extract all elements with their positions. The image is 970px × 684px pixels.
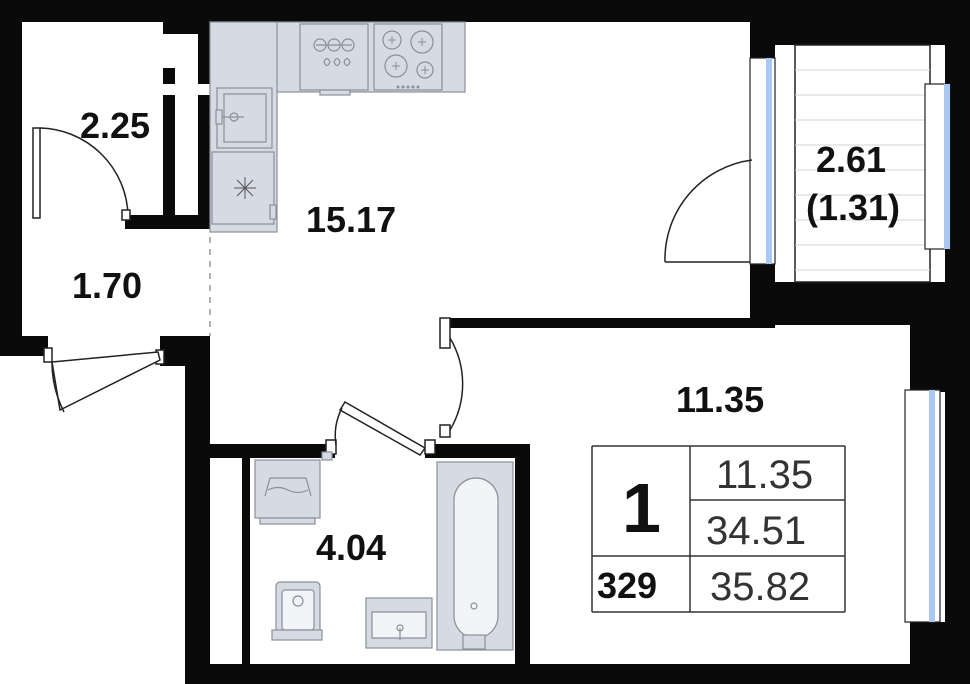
kitchen-fixtures (209, 21, 466, 233)
door-entrance (43, 347, 165, 413)
wall-bottom (185, 664, 970, 684)
info-living-area: 11.35 (716, 453, 813, 497)
wall-left-bottom (0, 336, 48, 356)
room-area-kitchen-living: 15.17 (306, 199, 396, 240)
room-area-balcony-reduced: (1.31) (806, 187, 900, 228)
info-total-with-balcony: 35.82 (710, 565, 810, 609)
bathtub-icon (436, 461, 514, 651)
wall-bath-right (515, 444, 530, 684)
info-rooms-count: 1 (622, 469, 661, 547)
balcony (794, 44, 931, 283)
room-area-hall: 1.70 (72, 265, 142, 306)
stove-icon (373, 23, 443, 91)
wall-bath-inner-left (242, 458, 250, 664)
window-balcony-right (924, 83, 951, 250)
window-balcony-left (749, 57, 776, 265)
door-wardrobe (32, 127, 131, 221)
wall-bedroom-right (910, 282, 970, 392)
info-box: 1 11.35 34.51 329 35.82 (591, 445, 846, 613)
room-area-wardrobe: 2.25 (80, 105, 150, 146)
room-area-bedroom: 11.35 (676, 379, 764, 420)
wall-top (0, 0, 775, 22)
door-bedroom (439, 317, 464, 438)
wall-left (0, 0, 22, 356)
room-labels: 2.25 1.70 15.17 2.61 (1.31) 11.35 4.04 (72, 105, 900, 568)
info-total-area: 34.51 (706, 509, 806, 553)
room-area-balcony: 2.61 (816, 139, 886, 180)
washing-machine-icon (254, 451, 333, 525)
wall-bath-top-left (210, 444, 335, 458)
snowflake-icon (234, 177, 256, 199)
wall-wardrobe-bottom (125, 215, 210, 229)
door-balcony (664, 159, 753, 263)
window-bedroom (904, 389, 941, 623)
toilet-icon (271, 581, 323, 641)
door-bathroom (325, 400, 436, 456)
wall-bedroom-top (440, 318, 775, 328)
info-apartment-number: 329 (597, 565, 657, 606)
windows (749, 57, 951, 623)
washing-machine-icon (299, 23, 369, 96)
wall-right-upper (750, 0, 970, 45)
room-area-bathroom: 4.04 (316, 527, 386, 568)
wall-bath-top-right (425, 444, 530, 458)
fridge-icon (211, 151, 277, 225)
wall-left-lower (185, 356, 210, 684)
wall-wardrobe-post2 (198, 22, 210, 84)
sink-icon (215, 87, 273, 149)
bathroom-fixtures (254, 451, 514, 651)
doors (32, 127, 753, 456)
washbasin-icon (365, 597, 433, 649)
